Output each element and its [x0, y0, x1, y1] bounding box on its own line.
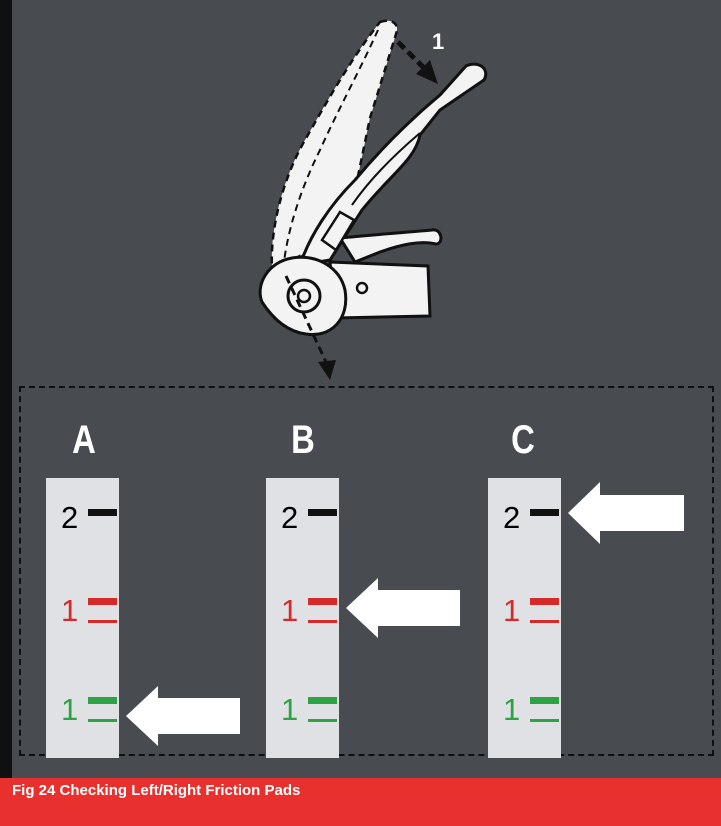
detail-leader-arrow-head	[318, 360, 336, 380]
caption-bar	[0, 778, 721, 826]
lever-pivot-ring	[286, 278, 322, 314]
gauge-b-mark-1-red-line	[308, 620, 337, 623]
gauge-c	[488, 478, 561, 758]
detail-leader-line	[284, 275, 328, 363]
gauge-c-mark-1-red-line	[530, 620, 559, 623]
gauge-a-mark-2-label: 2	[61, 500, 79, 535]
gauge-b-mark-2-bar	[308, 509, 337, 516]
gauge-a-mark-1-red-line	[88, 620, 117, 623]
gauge-b-mark-1-green-label: 1	[281, 692, 299, 727]
callout-number: 1	[432, 29, 444, 54]
gauge-b-mark-1-red-label: 1	[281, 593, 299, 628]
gauge-b-pointer-arrow	[346, 578, 460, 638]
gauge-c-pointer-arrow	[568, 482, 684, 544]
gauge-a	[46, 478, 119, 758]
gauge-c-mark-1-green-line	[530, 719, 559, 722]
gauge-a-mark-1-green-bar	[88, 697, 117, 704]
gauge-c-mark-2-label: 2	[503, 500, 521, 535]
left-edge-strip	[0, 0, 12, 826]
gauge-b-mark-1-green-line	[308, 719, 337, 722]
column-a-letter: A	[72, 418, 96, 462]
lever-illustration: 1	[258, 19, 488, 380]
gauge-c-mark-1-green-label: 1	[503, 692, 521, 727]
movement-arrow-head	[416, 60, 438, 84]
gauge-b-mark-1-red-bar	[308, 598, 337, 605]
figure-caption: Fig 24 Checking Left/Right Friction Pads	[12, 782, 301, 799]
lever-raised-inner-line	[283, 29, 379, 263]
lever-link	[320, 210, 356, 252]
gauge-c-mark-1-green-bar	[530, 697, 559, 704]
gauge-a-mark-2-bar	[88, 509, 117, 516]
gauge-a-mark-1-red-label: 1	[61, 593, 79, 628]
gauge-b	[266, 478, 339, 758]
column-b-letter: B	[291, 418, 315, 462]
gauge-a-mark-1-green-label: 1	[61, 692, 79, 727]
gauge-c-mark-1-red-label: 1	[503, 593, 521, 628]
gauge-a-pointer-arrow	[126, 686, 240, 746]
gauge-a-mark-1-green-line	[88, 719, 117, 722]
lever-raised-outline	[270, 19, 399, 270]
gauge-b-mark-1-green-bar	[308, 697, 337, 704]
gauge-b-mark-2-label: 2	[281, 500, 299, 535]
gauge-c-mark-1-red-bar	[530, 598, 559, 605]
lever-body-hole	[355, 281, 369, 295]
lever-handle-edge	[351, 132, 421, 206]
gauge-c-mark-2-bar	[530, 509, 559, 516]
lever-pivot-hole	[296, 288, 312, 304]
lever-trigger	[337, 228, 443, 264]
column-c-letter: C	[511, 418, 535, 462]
gauge-a-mark-1-red-bar	[88, 598, 117, 605]
detail-box	[19, 386, 714, 756]
